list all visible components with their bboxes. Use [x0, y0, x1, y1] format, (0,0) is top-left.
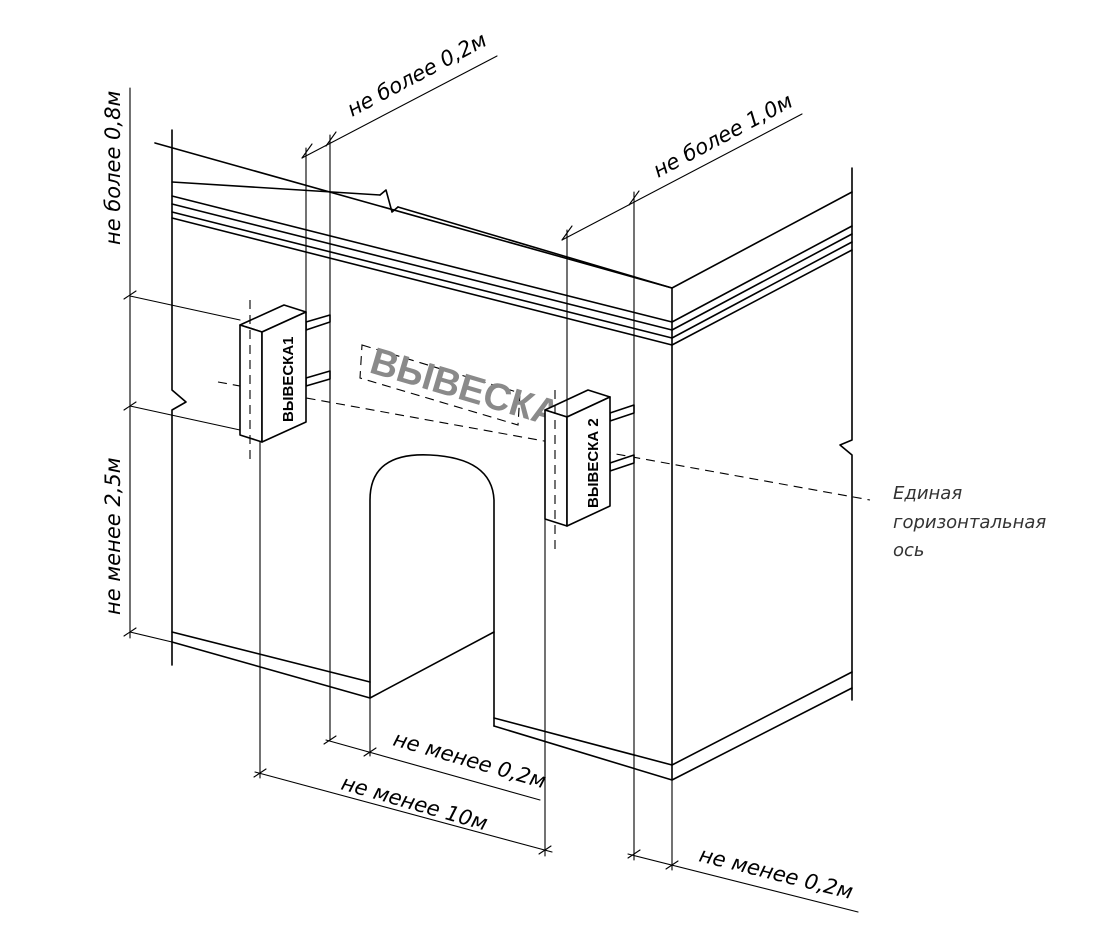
sign-2-label: ВЫВЕСКА 2	[585, 418, 602, 508]
axis-note-line-3: ось	[893, 540, 925, 561]
sign-1: ВЫВЕСКА1	[239, 300, 331, 465]
horizontal-axis-line	[217, 381, 871, 501]
dimension-vertical-left: не более 0,8м не менее 2,5м	[101, 87, 241, 643]
dim-min-distance: не менее 10м	[339, 771, 491, 836]
axis-note-line-2: горизонтальная	[893, 512, 1046, 533]
sign-2: ВЫВЕСКА 2	[544, 389, 635, 550]
axis-note: Единая горизонтальная ось	[893, 483, 1046, 561]
building-side-wall	[671, 167, 853, 781]
dim-max-offset-top: не более 0,2м	[343, 28, 491, 122]
sign-wall-label: ВЫВЕСКА	[365, 340, 564, 436]
dim-min-gap-corner: не менее 0,2м	[697, 843, 856, 904]
sign-1-label: ВЫВЕСКА1	[280, 336, 297, 422]
sign-wall: ВЫВЕСКА	[359, 340, 565, 436]
dim-max-height: не более 0,8м	[101, 91, 125, 245]
dim-min-height: не менее 2,5м	[101, 457, 125, 615]
dim-max-offset-right: не более 1,0м	[649, 89, 797, 183]
axis-note-line-1: Единая	[893, 483, 962, 504]
building-front-wall	[154, 129, 673, 781]
arch-opening	[369, 454, 495, 727]
dim-min-gap-arch: не менее 0,2м	[391, 727, 549, 794]
